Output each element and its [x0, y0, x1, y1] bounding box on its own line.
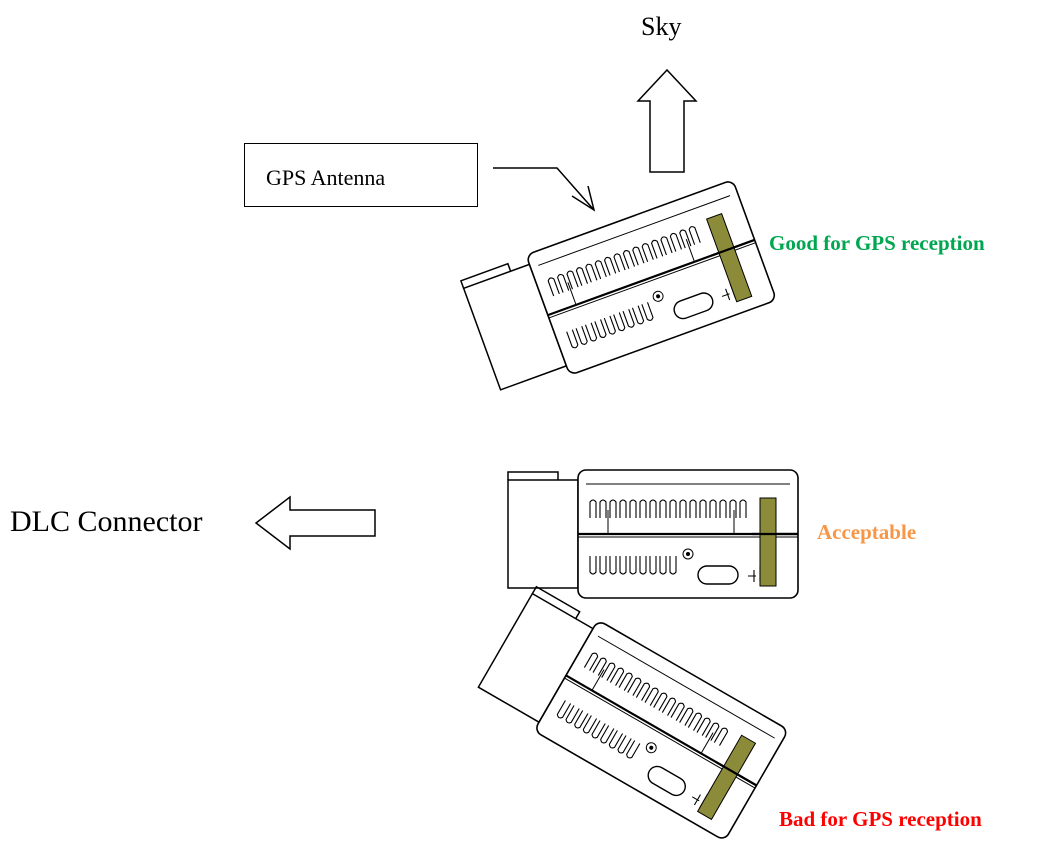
dlc-connector-label: DLC Connector	[10, 505, 203, 538]
acceptable-label: Acceptable	[817, 520, 917, 544]
device-bad-orientation	[472, 583, 790, 842]
device-good-orientation	[459, 178, 778, 401]
device-acceptable-orientation	[506, 468, 800, 600]
sky-arrow	[636, 68, 698, 173]
good-reception-label: Good for GPS reception	[769, 231, 985, 255]
dlc-connector-arrow	[254, 495, 376, 551]
gps-antenna-callout-box	[244, 143, 478, 207]
gps-antenna-label: GPS Antenna	[266, 165, 386, 190]
antenna-pointer-arrow	[493, 167, 596, 212]
bad-reception-label: Bad for GPS reception	[779, 807, 982, 831]
sky-label: Sky	[641, 12, 682, 41]
